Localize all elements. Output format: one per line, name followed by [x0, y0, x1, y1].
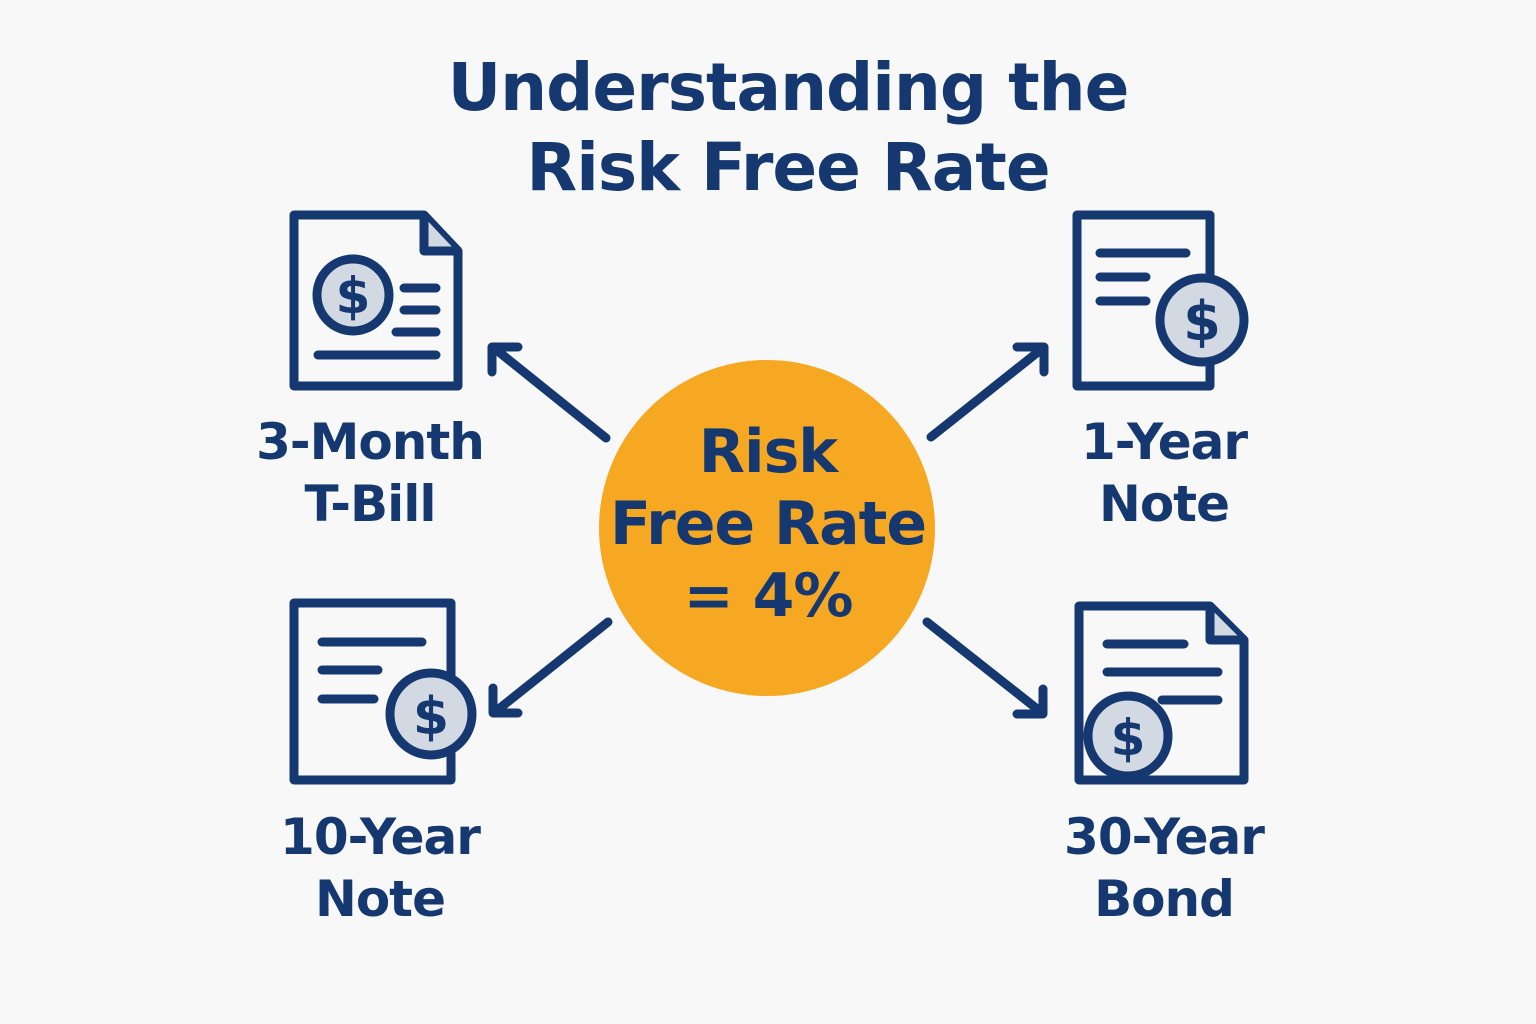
label-10-year-note: 10-Year Note: [210, 806, 550, 930]
bond-document-icon: $: [1074, 601, 1249, 785]
dollar-sign-icon: $: [1183, 290, 1221, 353]
note-document-icon: $: [289, 598, 477, 785]
label-line: 30-Year: [1064, 808, 1265, 866]
risk-free-rate-label: Risk Free Rate = 4%: [600, 416, 936, 632]
arrow-to-1-year-note: [926, 342, 1049, 442]
arrow-to-10-year-note: [488, 617, 613, 718]
label-line: Note: [314, 870, 446, 928]
label-30-year-bond: 30-Year Bond: [994, 806, 1334, 930]
arrow-to-3-month-t-bill: [487, 342, 611, 443]
label-line: 3-Month: [256, 413, 485, 471]
dollar-sign-icon: $: [336, 267, 371, 325]
title-line-1: Understanding the: [447, 49, 1130, 126]
center-line-2: Free Rate: [609, 489, 927, 559]
note-document-icon: $: [1072, 210, 1249, 391]
risk-free-rate-circle: [599, 360, 935, 696]
label-line: 1-Year: [1080, 413, 1248, 471]
label-1-year-note: 1-Year Note: [994, 411, 1334, 535]
center-line-3: = 4%: [683, 561, 853, 631]
arrow-to-30-year-bond: [922, 617, 1048, 719]
label-3-month-t-bill: 3-Month T-Bill: [200, 411, 540, 535]
title-line-2: Risk Free Rate: [526, 129, 1050, 206]
bill-document-icon: $: [289, 210, 463, 391]
dollar-sign-icon: $: [1111, 709, 1146, 767]
page-title: Understanding the Risk Free Rate: [368, 48, 1208, 208]
label-line: Bond: [1094, 870, 1235, 928]
label-line: T-Bill: [304, 475, 436, 533]
dollar-sign-icon: $: [413, 687, 449, 747]
label-line: 10-Year: [280, 808, 481, 866]
center-line-1: Risk: [698, 417, 838, 487]
label-line: Note: [1098, 475, 1230, 533]
